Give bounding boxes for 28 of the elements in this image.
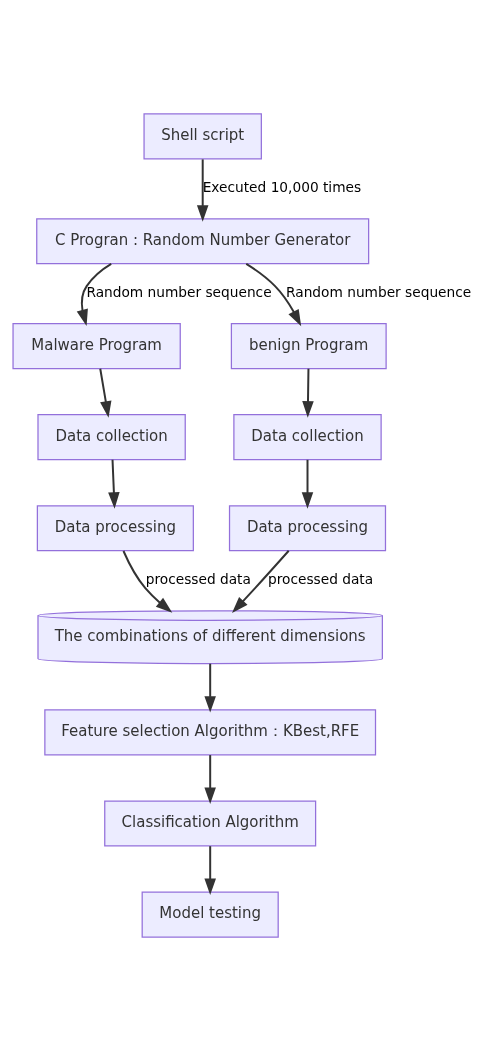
node-box: Shell script [143,112,262,160]
arrow [301,458,314,509]
arrow [245,262,302,326]
node-box: Data processing [36,504,194,551]
arrow [99,367,112,418]
node-box: C Progran : Random Number Generator [36,217,370,264]
edge-label: Random number sequence [86,283,272,300]
node-box: Data collection [233,413,382,460]
arrow [122,549,173,613]
edge-label: Random number sequence [286,283,472,300]
node-box: Malware Program [12,322,181,369]
edge-label: Executed 10,000 times [202,178,362,195]
node-box: Data processing [228,504,387,551]
arrow [204,753,216,804]
arrow [232,549,290,613]
node-box: Feature selection Algorithm：KBest,RFE [44,708,377,755]
edge-label: processed data [268,570,374,587]
arrow [76,262,113,326]
node-box: Model testing [141,890,279,938]
arrow [196,157,209,222]
arrow [302,367,314,418]
arrow [108,458,120,509]
arrow [204,662,216,713]
node-box: Data collection [37,413,186,460]
edge-label: processed data [145,570,251,587]
node-box: benign Program [230,322,387,369]
node-box: Classification Algorithm [104,799,317,847]
arrow [204,844,216,895]
